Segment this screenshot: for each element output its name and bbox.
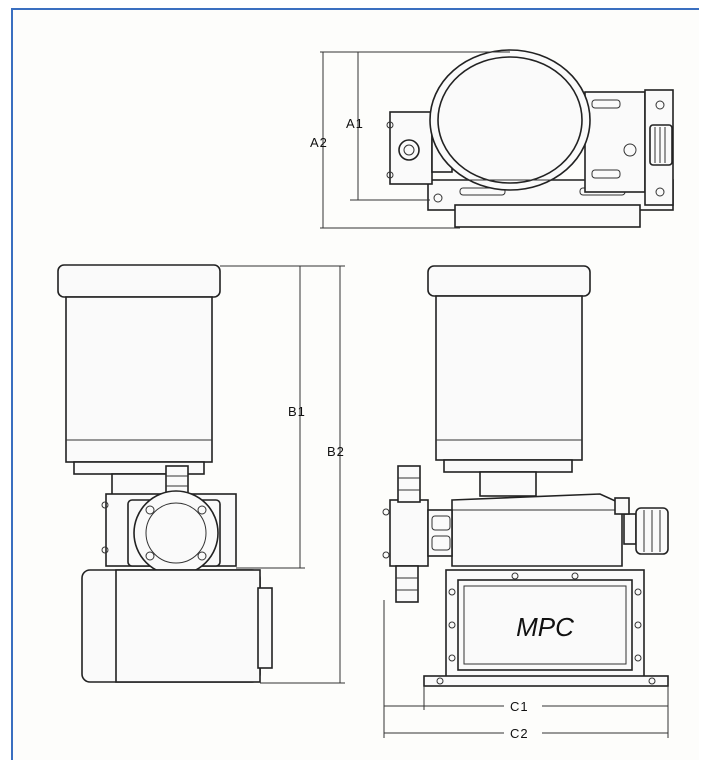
side-foot-plate (423, 675, 669, 687)
side-coupling (479, 471, 537, 497)
side-gearbox (451, 493, 623, 567)
top-gearbox (584, 91, 646, 193)
front-base-box (115, 569, 261, 683)
dim-label-b2: B2 (327, 444, 345, 459)
side-view-dimensions: C1 C2 (383, 600, 669, 741)
top-view (386, 49, 674, 228)
side-pump-neck (427, 509, 453, 557)
side-motor-body (435, 295, 583, 461)
side-motor-cap (427, 265, 591, 297)
side-motor-flange (443, 459, 573, 473)
top-pump-head (389, 111, 433, 185)
side-knob-stem (623, 513, 637, 545)
front-motor-body (65, 296, 213, 463)
side-suction-valve (395, 565, 419, 603)
nameplate-brand: MPC (516, 612, 574, 642)
side-pump-head (389, 499, 429, 567)
nameplate (457, 579, 633, 671)
dim-label-a2: A2 (310, 135, 328, 150)
top-motor-end (429, 49, 591, 191)
top-view-dimensions: A2 A1 (310, 51, 510, 229)
front-base-side (257, 587, 273, 669)
dim-label-a1: A1 (346, 116, 364, 131)
front-pump-head (133, 490, 219, 576)
side-discharge-valve (397, 465, 421, 503)
side-view: MPC (382, 265, 669, 687)
top-base-skirt (454, 204, 641, 228)
front-motor-cap (57, 264, 221, 298)
top-adjust-knob (649, 124, 673, 166)
dim-label-b1: B1 (288, 404, 306, 419)
front-view (57, 264, 273, 683)
dim-label-c1: C1 (510, 699, 529, 714)
side-lock (614, 497, 630, 515)
dim-label-c2: C2 (510, 726, 529, 741)
front-view-dimensions: B1 B2 (220, 265, 345, 684)
